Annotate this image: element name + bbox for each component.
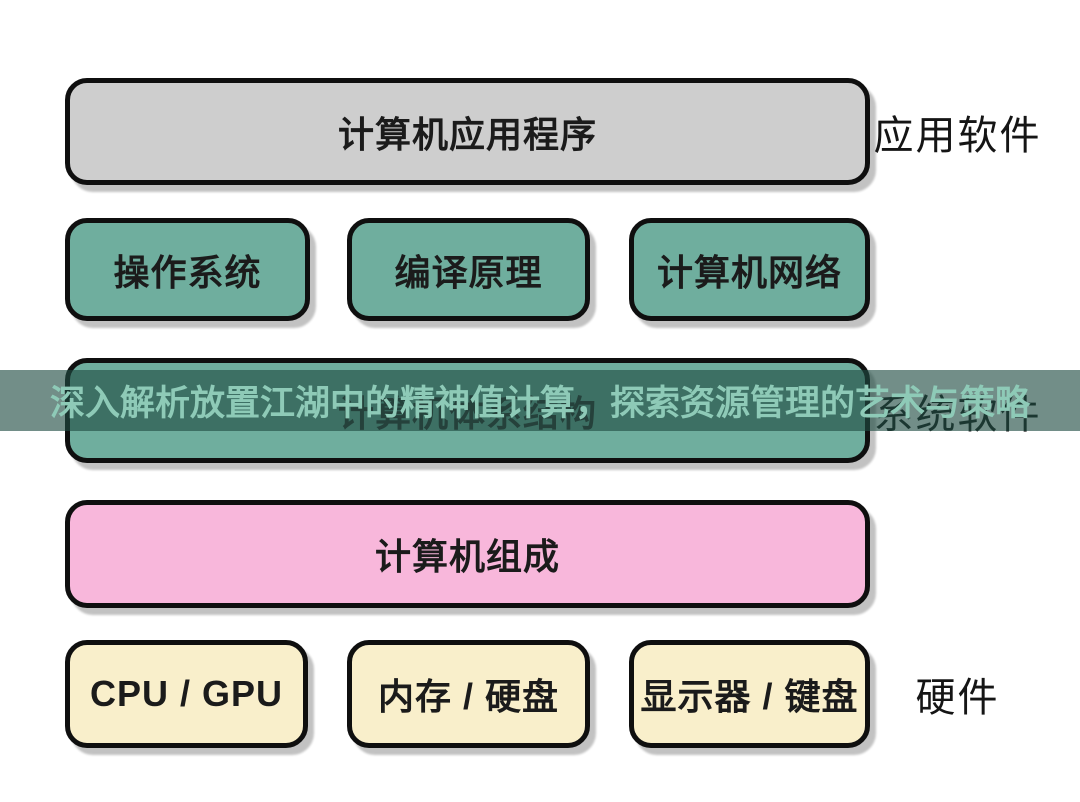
box-computer-composition: 计算机组成: [65, 500, 870, 608]
box-computer-composition-label: 计算机组成: [374, 536, 560, 577]
box-cpu-gpu-label: CPU / GPU: [89, 673, 284, 714]
side-label-hardware-text: 硬件: [915, 676, 1000, 720]
watermark-headline: 深入解析放置江湖中的精神值计算，探索资源管理的艺术与策略: [49, 384, 1030, 423]
box-memory-disk-label: 内存 / 硬盘: [377, 676, 559, 717]
box-memory-disk: 内存 / 硬盘: [347, 640, 590, 748]
box-operating-system-label: 操作系统: [113, 251, 262, 293]
box-computer-network: 计算机网络: [629, 218, 870, 321]
box-computer-network-label: 计算机网络: [656, 251, 842, 293]
side-label-application-software: 应用软件: [860, 78, 1055, 185]
box-cpu-gpu: CPU / GPU: [65, 640, 308, 748]
side-label-hardware: 硬件: [860, 640, 1055, 748]
box-computer-applications-label: 计算机应用程序: [337, 113, 597, 155]
box-display-keyboard: 显示器 / 键盘: [629, 640, 870, 748]
box-display-keyboard-label: 显示器 / 键盘: [640, 676, 859, 717]
watermark-band: 深入解析放置江湖中的精神值计算，探索资源管理的艺术与策略: [0, 370, 1080, 431]
box-operating-system: 操作系统: [65, 218, 310, 321]
box-compiler-principles: 编译原理: [347, 218, 590, 321]
box-computer-applications: 计算机应用程序: [65, 78, 870, 185]
side-label-application-software-text: 应用软件: [873, 113, 1042, 158]
box-compiler-principles-label: 编译原理: [394, 251, 543, 293]
